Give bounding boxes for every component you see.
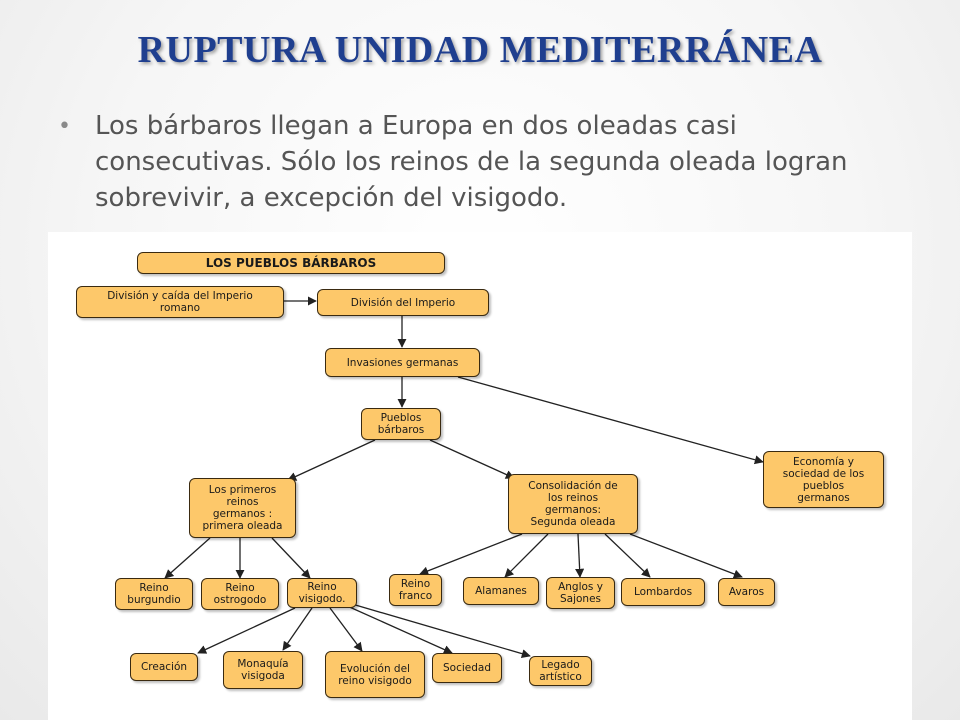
node-lombardos: Lombardos bbox=[621, 578, 705, 606]
node-primeros: Los primeros reinos germanos : primera o… bbox=[189, 478, 296, 538]
node-invasiones: Invasiones germanas bbox=[325, 348, 480, 377]
edge-pueblos-consolidacion bbox=[429, 439, 515, 479]
node-pueblos: Pueblos bárbaros bbox=[361, 408, 441, 440]
node-consolidacion: Consolidación de los reinos germanos: Se… bbox=[508, 474, 638, 534]
edge-pueblos-primeros bbox=[287, 439, 376, 481]
node-division-caida: División y caída del Imperio romano bbox=[76, 286, 284, 318]
edge-consol-alamanes bbox=[504, 533, 549, 578]
node-legado: Legado artístico bbox=[529, 656, 592, 686]
edge-consol-avaros bbox=[629, 533, 743, 579]
node-avaros: Avaros bbox=[718, 578, 775, 606]
bullet-marker: • bbox=[58, 114, 71, 139]
edge-visigodo-legado bbox=[351, 603, 531, 659]
edge-visigodo-evolucion bbox=[329, 607, 363, 652]
edge-visigodo-sociedad bbox=[344, 604, 453, 654]
edge-invasiones-economia bbox=[457, 376, 764, 465]
edge-visigodo-creacion bbox=[197, 607, 296, 654]
edge-consol-franco bbox=[419, 533, 523, 576]
node-sociedad: Sociedad bbox=[432, 653, 502, 683]
node-monaquia: Monaquía visigoda bbox=[223, 651, 303, 689]
node-creacion: Creación bbox=[130, 653, 198, 681]
edge-primeros-burgundio bbox=[164, 537, 211, 579]
node-visigodo: Reino visigodo. bbox=[287, 578, 357, 608]
edge-consol-lombardos bbox=[604, 533, 651, 578]
node-anglos: Anglos y Sajones bbox=[546, 577, 615, 609]
node-division-imperio: División del Imperio bbox=[317, 289, 489, 316]
node-evolucion: Evolución del reino visigodo bbox=[325, 651, 425, 698]
node-franco: Reino franco bbox=[389, 574, 442, 606]
node-burgundio: Reino burgundio bbox=[115, 578, 193, 610]
node-economia: Economía y sociedad de los pueblos germa… bbox=[763, 451, 884, 508]
node-ostrogodo: Reino ostrogodo bbox=[201, 578, 279, 610]
edge-visigodo-monaquia bbox=[282, 607, 313, 651]
edge-consol-anglos bbox=[575, 533, 585, 578]
node-alamanes: Alamanes bbox=[463, 577, 539, 605]
bullet-text: Los bárbaros llegan a Europa en dos olea… bbox=[95, 111, 848, 213]
edge-primeros-visigodo bbox=[271, 537, 311, 579]
diagram-header: LOS PUEBLOS BÁRBAROS bbox=[137, 252, 445, 274]
slide-title: RUPTURA UNIDAD MEDITERRÁNEA bbox=[137, 29, 823, 71]
